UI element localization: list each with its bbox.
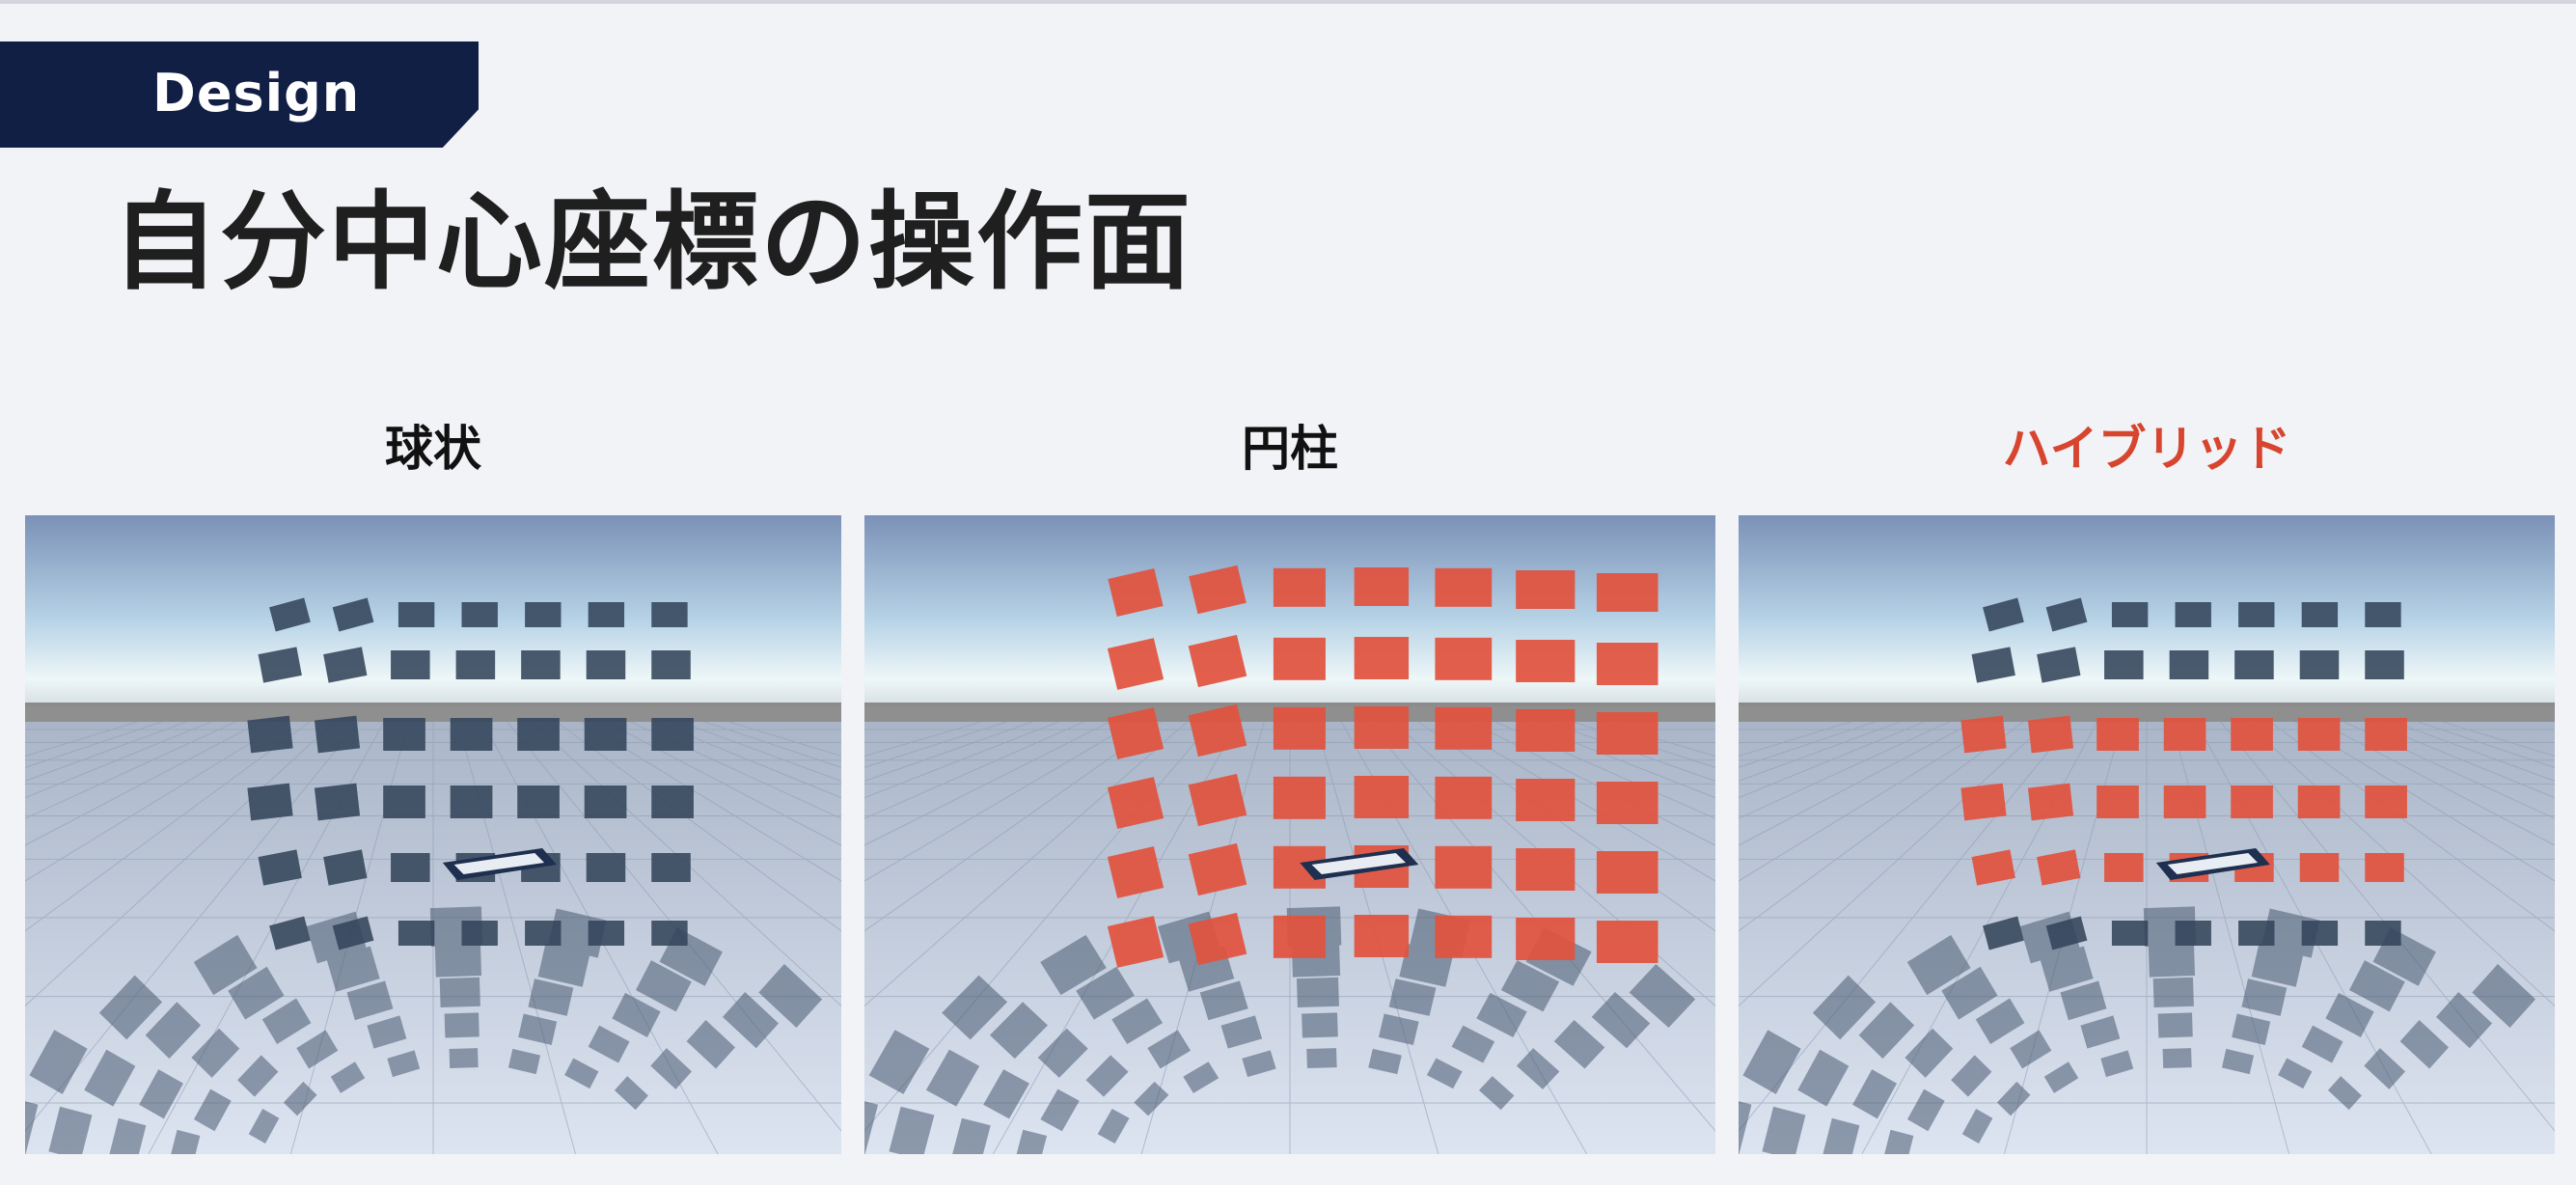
caption-spherical: 球状 <box>385 421 481 477</box>
tile-grid <box>1960 597 2407 951</box>
scene-svg <box>1739 515 2555 1154</box>
caption-hybrid: ハイブリッド <box>2002 421 2291 477</box>
caption-cylindrical: 円柱 <box>1242 421 1338 477</box>
keyboard-panel <box>1300 848 1419 880</box>
scene-svg <box>25 515 841 1154</box>
floor-shadow <box>864 906 1696 1154</box>
tile-grid <box>247 597 694 951</box>
page-title: 自分中心座標の操作面 <box>112 180 1192 304</box>
spherical-layout-image <box>25 515 841 1154</box>
section-tag-label: Design <box>152 63 361 124</box>
tile-grid <box>1107 565 1658 968</box>
top-rule <box>0 0 2576 4</box>
section-tag <box>0 41 479 148</box>
keyboard-panel <box>2155 848 2270 880</box>
floor-shadow <box>25 906 823 1154</box>
keyboard-panel <box>442 848 557 880</box>
scene-svg <box>864 515 1715 1154</box>
hybrid-layout-image <box>1739 515 2555 1154</box>
cylindrical-layout-image <box>864 515 1715 1154</box>
